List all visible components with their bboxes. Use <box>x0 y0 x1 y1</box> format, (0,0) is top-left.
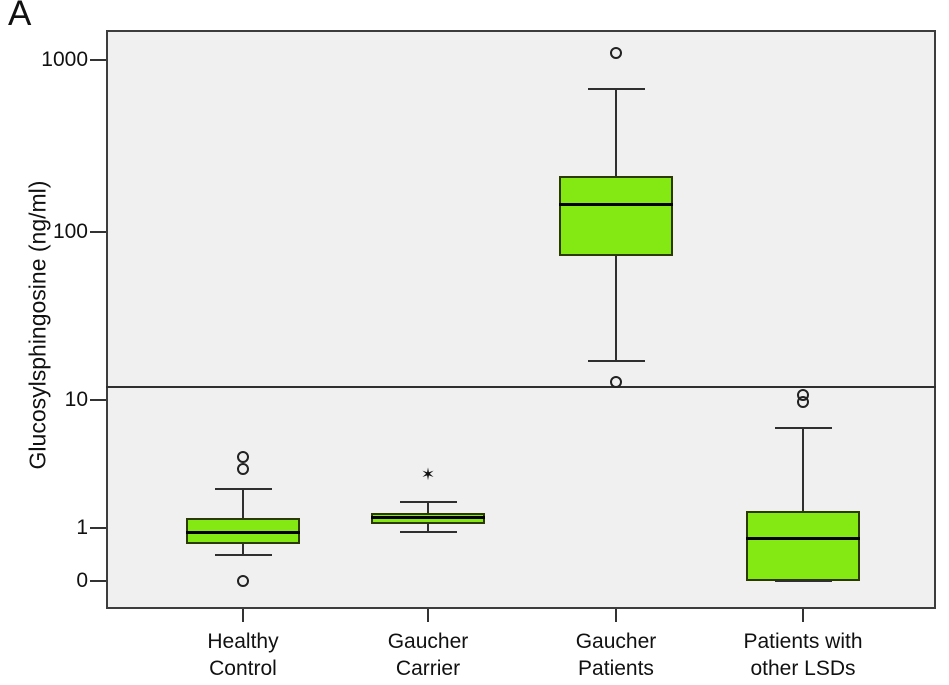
whisker-stem <box>802 428 804 581</box>
y-tick-mark <box>90 580 106 582</box>
figure-panel-label: A <box>8 0 32 33</box>
median-line <box>371 516 485 519</box>
category-label: Patients with other LSDs <box>743 630 863 680</box>
whisker-cap <box>775 427 832 429</box>
median-line <box>559 203 673 206</box>
box <box>746 511 860 581</box>
category-label: Gaucher Carrier <box>387 630 469 680</box>
whisker-cap <box>400 531 457 533</box>
median-line <box>186 531 300 534</box>
box <box>559 176 673 256</box>
y-tick-mark <box>90 527 106 529</box>
y-tick-label: 10 <box>64 388 88 411</box>
median-line <box>746 537 860 540</box>
whisker-cap <box>400 501 457 503</box>
outlier-circle <box>610 47 622 59</box>
x-tick-mark <box>615 609 617 622</box>
y-tick-label: 100 <box>52 220 88 243</box>
category-label: Healthy Control <box>207 630 279 680</box>
y-tick-mark <box>90 399 106 401</box>
y-tick-label: 0 <box>76 569 88 592</box>
outlier-circle <box>797 396 809 408</box>
y-tick-mark <box>90 59 106 61</box>
whisker-cap <box>588 360 645 362</box>
y-tick-label: 1 <box>76 516 88 539</box>
extreme-outlier-star: ✶ <box>420 465 436 484</box>
outlier-circle <box>610 376 622 388</box>
outlier-circle <box>237 451 249 463</box>
outlier-circle <box>237 463 249 475</box>
whisker-cap <box>215 488 272 490</box>
x-tick-mark <box>242 609 244 622</box>
panel-break-line <box>106 386 936 388</box>
x-tick-mark <box>427 609 429 622</box>
x-tick-mark <box>802 609 804 622</box>
whisker-cap <box>588 88 645 90</box>
whisker-cap <box>775 580 832 582</box>
outlier-circle <box>237 575 249 587</box>
y-tick-mark <box>90 231 106 233</box>
y-tick-label: 1000 <box>41 48 88 71</box>
whisker-cap <box>215 554 272 556</box>
category-label: Gaucher Patients <box>575 630 657 680</box>
